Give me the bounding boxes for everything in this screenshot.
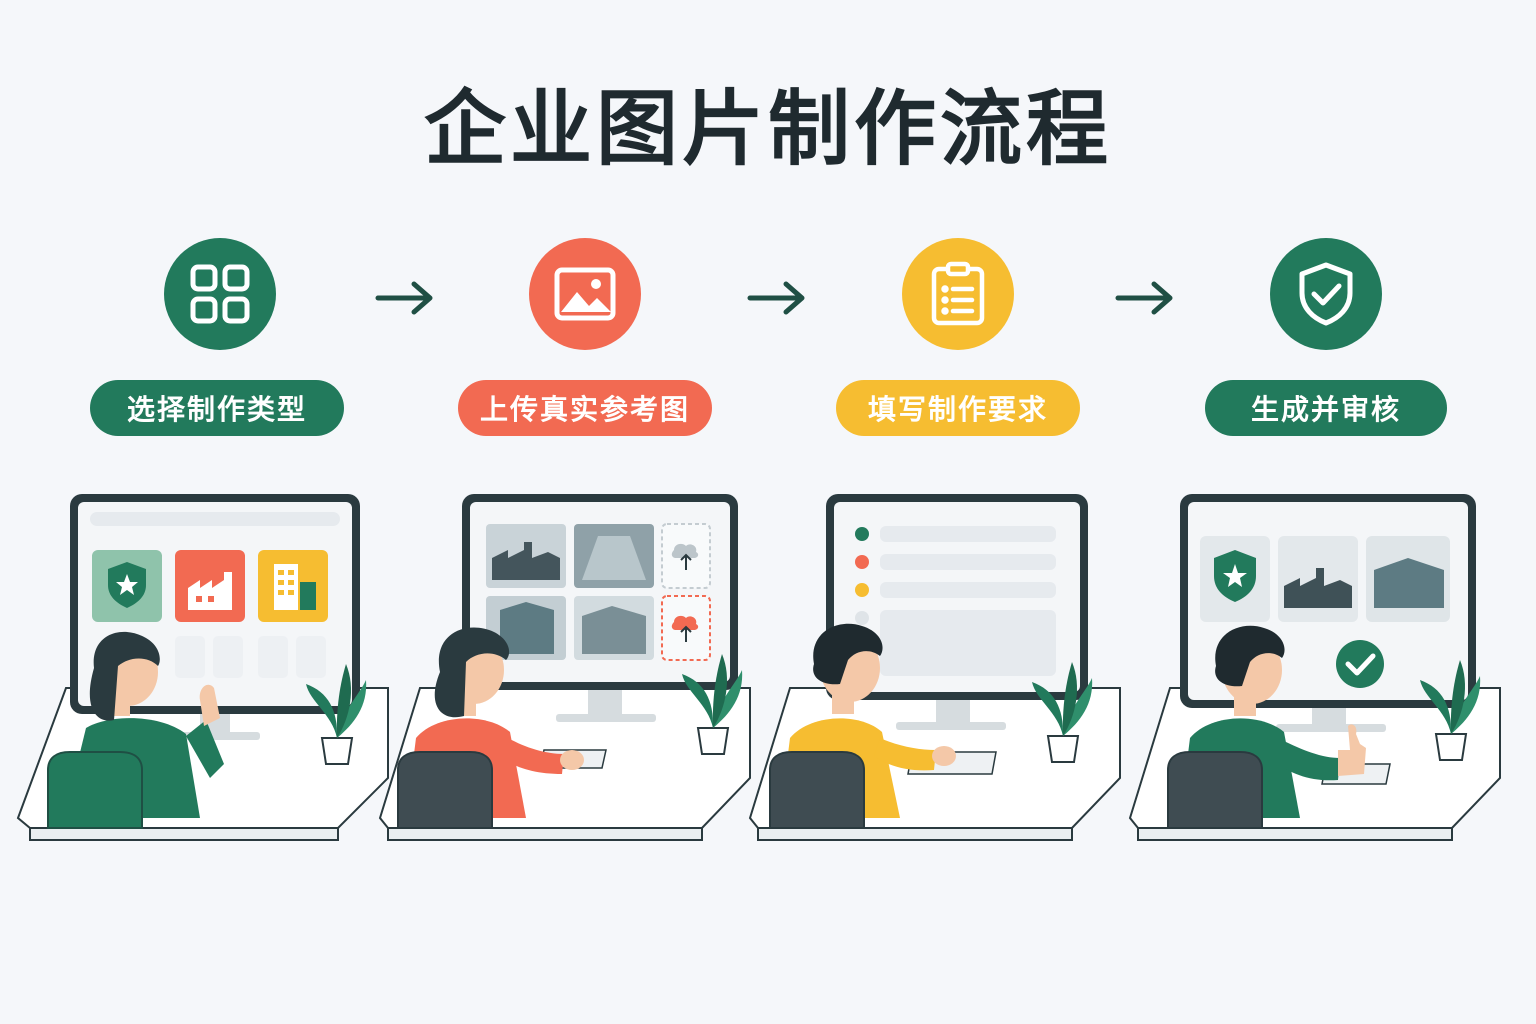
arrow-right-icon bbox=[747, 281, 805, 315]
arrow-right-icon bbox=[1115, 281, 1173, 315]
step-label-3: 填写制作要求 bbox=[836, 380, 1080, 436]
scene-select-type bbox=[16, 494, 389, 841]
arrow-right-icon bbox=[375, 281, 433, 315]
check-icon bbox=[1336, 640, 1384, 688]
potted-plant bbox=[682, 654, 743, 755]
person-typing bbox=[780, 623, 956, 818]
factory-icon bbox=[175, 550, 245, 622]
shield-star-icon bbox=[92, 550, 162, 622]
office-chair bbox=[1167, 751, 1263, 829]
step-label-4: 生成并审核 bbox=[1205, 380, 1447, 436]
potted-plant bbox=[1032, 662, 1093, 763]
scene-fill-requirements bbox=[748, 494, 1121, 841]
image-icon bbox=[529, 238, 641, 350]
result-images bbox=[1200, 536, 1450, 622]
office-chair bbox=[47, 751, 143, 829]
grid-icon bbox=[164, 238, 276, 350]
page-title: 企业图片制作流程 bbox=[423, 82, 1112, 177]
office-chair bbox=[769, 751, 865, 829]
potted-plant bbox=[306, 664, 367, 765]
potted-plant bbox=[1420, 660, 1481, 761]
scene-upload-reference bbox=[378, 494, 751, 841]
clipboard-icon bbox=[902, 238, 1014, 350]
scene-generate-review bbox=[1128, 494, 1501, 841]
building-icon bbox=[258, 550, 328, 622]
shield-check-icon bbox=[1270, 238, 1382, 350]
form-fields bbox=[855, 526, 1056, 676]
office-chair bbox=[397, 751, 493, 829]
step-label-2: 上传真实参考图 bbox=[458, 380, 712, 436]
upload-icon bbox=[661, 523, 711, 661]
step-label-1: 选择制作类型 bbox=[90, 380, 344, 436]
photo-thumbnails bbox=[486, 524, 654, 660]
